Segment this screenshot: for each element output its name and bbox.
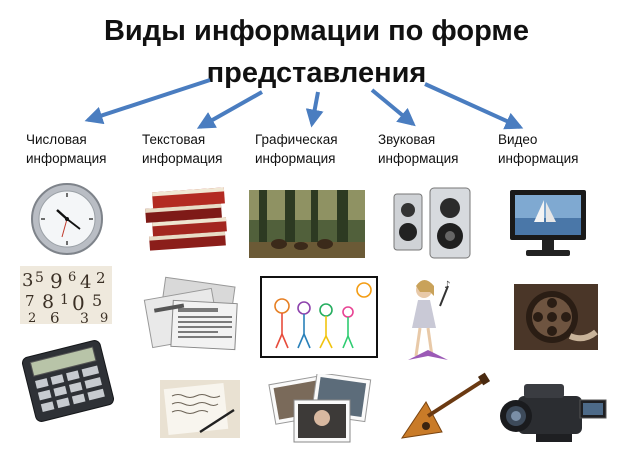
handwritten-letter-image: [160, 380, 240, 438]
diagram-title-line-2: представления: [206, 57, 427, 89]
category-graphic-line1: Графическая: [255, 132, 338, 147]
video-camera-image: [500, 384, 607, 442]
wall-clock-image: [31, 183, 103, 255]
singer-with-microphone-image: ♪: [408, 280, 450, 360]
category-numeric-line1: Числовая: [26, 132, 87, 147]
category-sound: Звуковая информация: [378, 130, 498, 168]
category-text: Текстовая информация: [142, 130, 262, 168]
svg-text:8: 8: [42, 291, 54, 313]
category-video-line1: Видео: [498, 132, 538, 147]
svg-text:5: 5: [92, 291, 102, 310]
category-numeric: Числовая информация: [26, 130, 146, 168]
category-graphic-line2: информация: [255, 151, 336, 166]
forest-painting-image: [249, 190, 365, 258]
category-text-line2: информация: [142, 151, 223, 166]
category-graphic: Графическая информация: [255, 130, 375, 168]
scattered-digits-image: 3 5 9 6 4 2 7 8 1 0 5 2 6 3 9: [20, 266, 112, 324]
category-video: Видео информация: [498, 130, 618, 168]
category-text-line1: Текстовая: [142, 132, 206, 147]
calculator-image: [21, 340, 115, 422]
tv-monitor-image: [510, 190, 586, 256]
arrow-text: [196, 90, 263, 129]
svg-text:4: 4: [80, 272, 91, 293]
svg-text:9: 9: [50, 269, 63, 293]
arrow-graphic: [305, 91, 324, 128]
svg-text:0: 0: [72, 291, 85, 315]
stack-of-books-image: [145, 187, 227, 251]
svg-text:6: 6: [50, 309, 60, 324]
child-drawing-image: [260, 276, 378, 358]
category-sound-line2: информация: [378, 151, 459, 166]
category-video-line2: информация: [498, 151, 579, 166]
svg-text:1: 1: [60, 292, 69, 308]
svg-text:7: 7: [25, 292, 35, 310]
category-sound-line1: Звуковая: [378, 132, 436, 147]
svg-text:9: 9: [100, 311, 108, 324]
speakers-image: [393, 187, 471, 259]
newspapers-image: [143, 276, 238, 351]
svg-text:2: 2: [28, 311, 36, 324]
svg-text:3: 3: [22, 270, 33, 291]
svg-text:2: 2: [96, 269, 106, 287]
diagram-title-line-1: Виды информации по форме: [103, 15, 530, 47]
svg-text:3: 3: [80, 311, 89, 324]
category-numeric-line2: информация: [26, 151, 107, 166]
balalaika-image: [400, 372, 491, 439]
svg-text:6: 6: [68, 270, 76, 285]
svg-text:♪: ♪: [444, 280, 450, 291]
arrow-sound: [370, 88, 416, 127]
arrow-video: [424, 82, 524, 130]
film-reel-image: [514, 284, 598, 350]
svg-text:5: 5: [35, 270, 44, 286]
arrow-numeric: [84, 78, 211, 125]
photographs-image: [268, 374, 372, 443]
